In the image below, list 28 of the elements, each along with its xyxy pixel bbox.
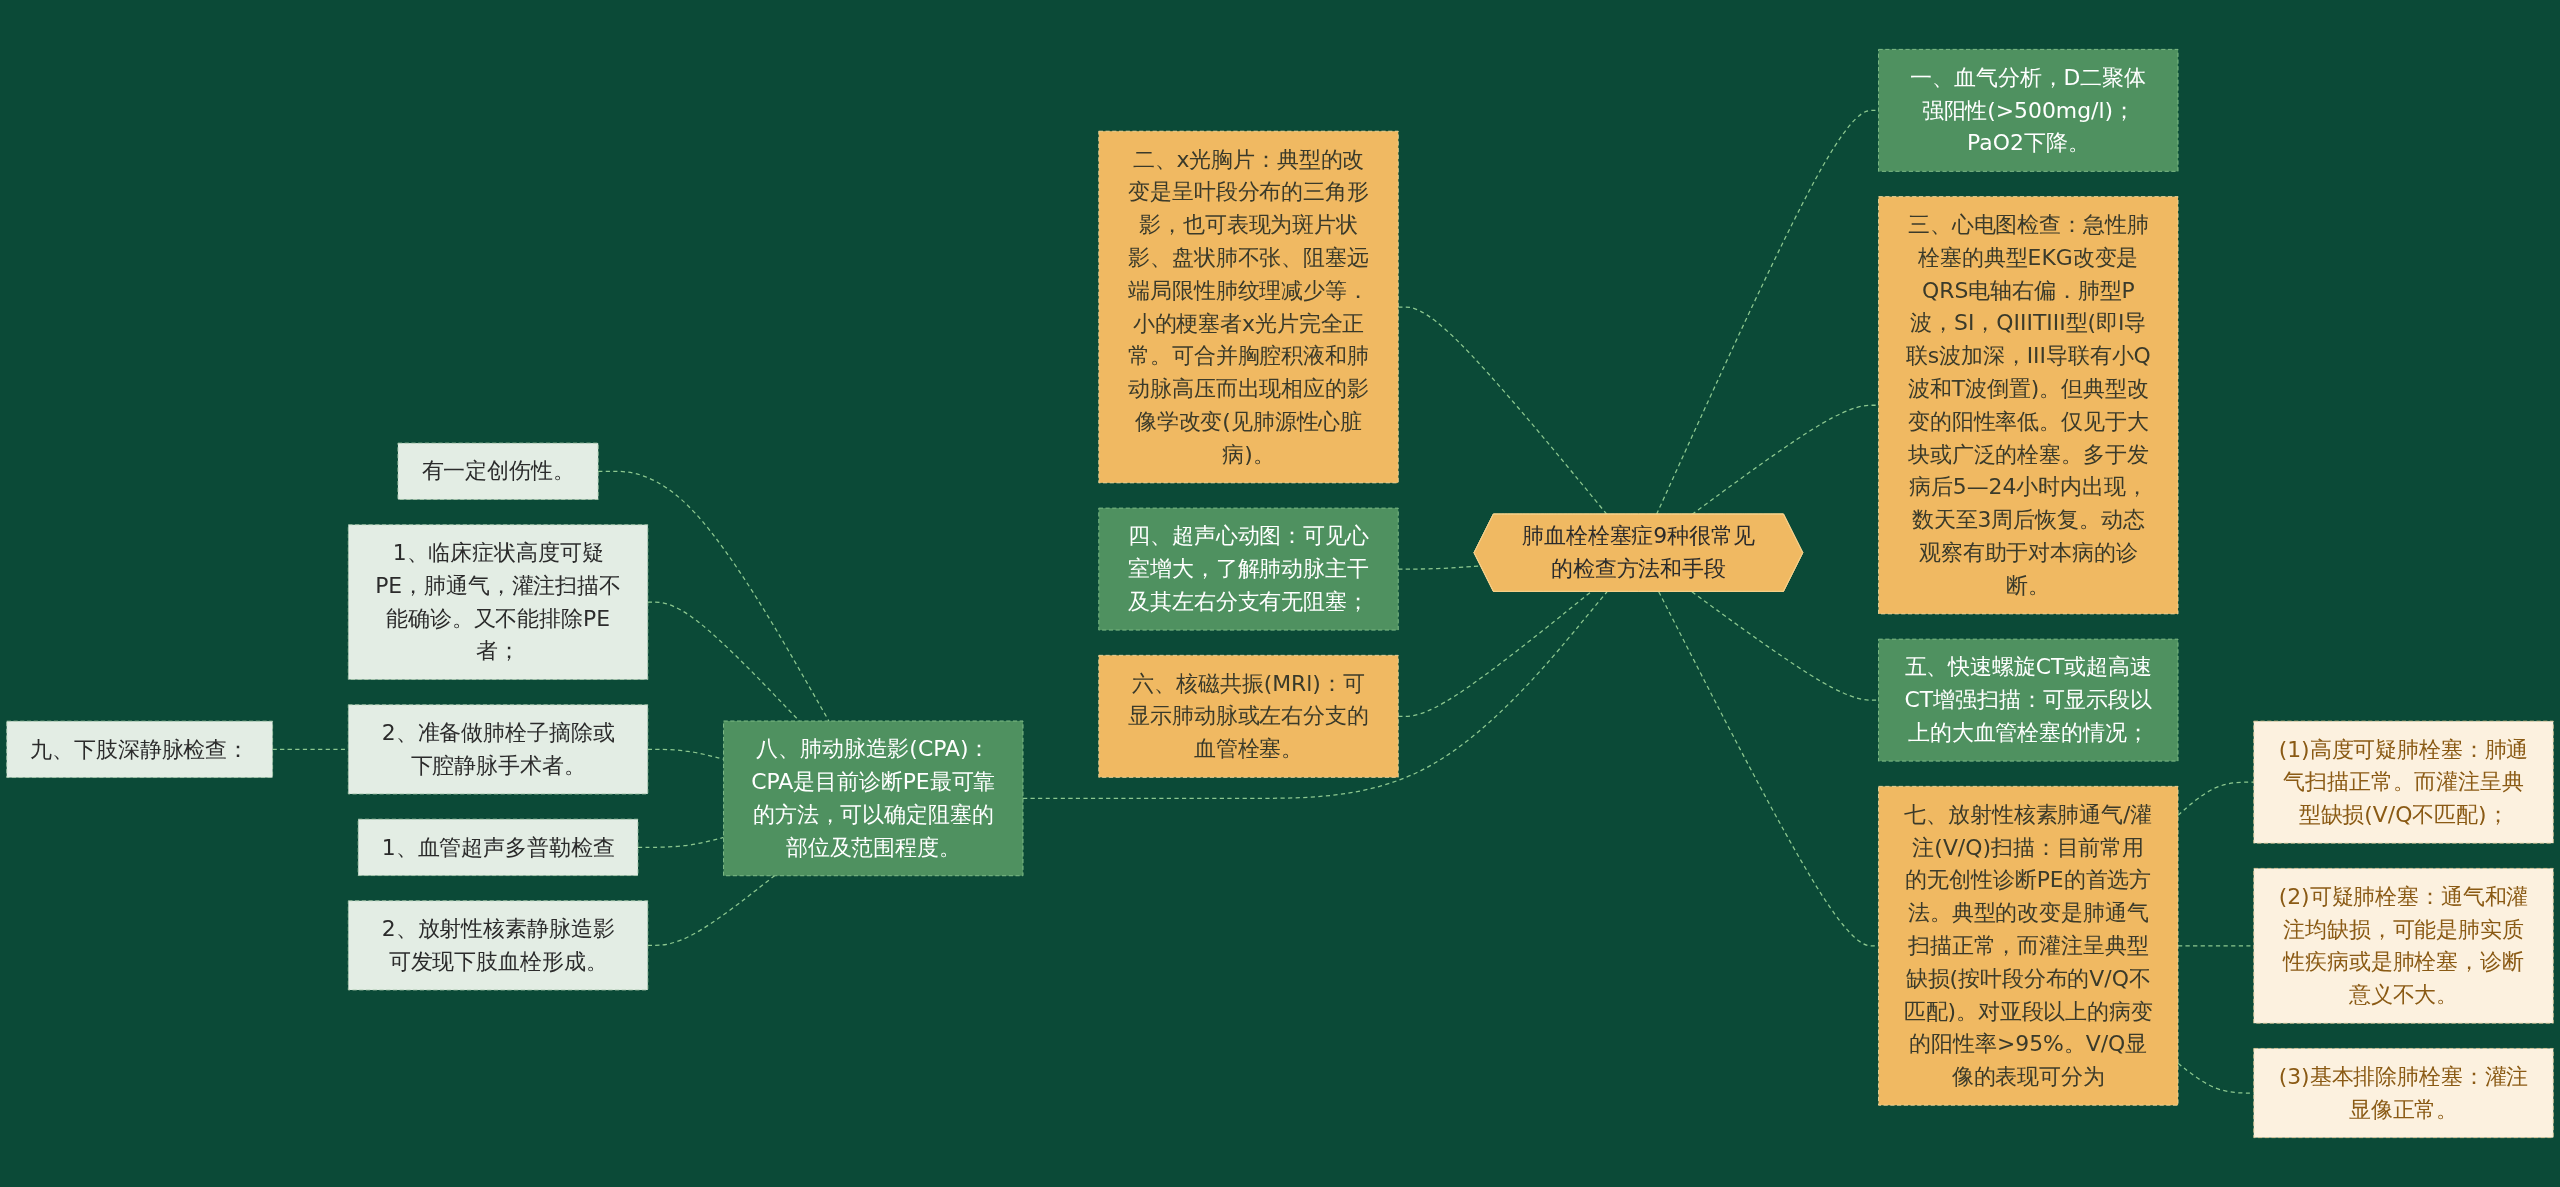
connector [1658,591,1880,947]
connector [597,470,830,722]
node-box: (3)基本排除肺栓塞：灌注显像正常。 [2253,1048,2554,1139]
node-box: 二、x光胸片：典型的改变是呈叶段分布的三角形影，也可表现为斑片状影、盘状肺不张、阻塞远端局限性肺纹理减少等．小的梗塞者x光片完全正常。可合并胸腔积液和肺动脉高压而出现相应的影像学改变(见肺源性心脏病)。 [1098,130,1399,484]
node-box: 九、下肢深静脉检查： [6,720,273,778]
node-box: (2)可疑肺栓塞：通气和灌注均缺损，可能是肺实质性疾病或是肺栓塞，诊断意义不大。 [2253,868,2554,1024]
node-box: 2、准备做肺栓子摘除或下腔静脉手术者。 [347,704,649,795]
node-box: 1、血管超声多普勒检查 [357,818,639,876]
node-box: 八、肺动脉造影(CPA)：CPA是目前诊断PE最可靠的方法，可以确定阻塞的部位及范围程度。 [723,720,1024,877]
node-box: 四、超声心动图：可见心室增大，了解肺动脉主干及其左右分支有无阻塞； [1098,507,1399,631]
node-box: 一、血气分析，D二聚体强阳性(>500mg/l)；PaO2下降。 [1878,48,2179,172]
node-box: 有一定创伤性。 [397,442,599,500]
connector [647,601,800,722]
connector [1397,591,1592,717]
node-box: 五、快速螺旋CT或超高速CT增强扫描：可显示段以上的大血管栓塞的情况； [1878,638,2179,762]
node-box: 2、放射性核素静脉造影可发现下肢血栓形成。 [347,900,649,991]
connector [1397,306,1608,516]
connector [1691,591,1880,701]
node-box: 七、放射性核素肺通气/灌注(V/Q)扫描：目前常用的无创性诊断PE的首选方法。典型的改变是肺通气扫描正常，而灌注呈典型缺损(按叶段分布的V/Q不匹配)。对亚段以上的病变的阳性率>95%。V/Q显像的表现可分为 [1878,785,2179,1106]
connector [1397,565,1482,570]
connector [647,875,776,946]
node-box: 1、临床症状高度可疑PE，肺通气，灌注扫描不能确诊。又不能排除PE者； [347,524,649,680]
node-box: (1)高度可疑肺栓塞：肺通气扫描正常。而灌注呈典型缺损(V/Q不匹配)； [2253,720,2554,844]
connector [637,836,725,848]
node-box: 三、心电图检查：急性肺栓塞的典型EKG改变是QRS电轴右偏．肺型P波，SI，QIIITIII型(即I导联s波加深，III导联有小Q波和T波倒置)。但典型改变的阳性率低。仅见于大块或广泛的栓塞。多于发病后5—24小时内出现，数天至3周后恢复。动态观察有助于对本病的诊断。 [1878,196,2179,615]
connector [2177,781,2255,816]
connector [1022,591,1608,799]
node-box: 六、核磁共振(MRl)：可显示肺动脉或左右分支的血管栓塞。 [1098,654,1399,778]
